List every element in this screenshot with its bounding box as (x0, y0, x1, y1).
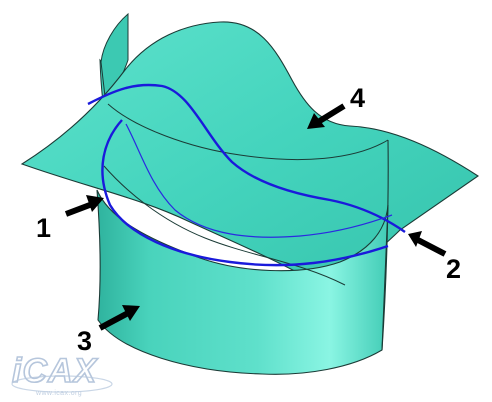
callout-arrow-3 (98, 305, 140, 331)
callout-arrow-2 (408, 231, 447, 257)
cylinder-surface-3 (96, 189, 389, 375)
sheet-cylinder-edge-lower (103, 165, 346, 286)
callout-arrow-1 (64, 195, 104, 217)
callout-label-2: 2 (446, 254, 461, 284)
callout-arrow-4 (307, 103, 346, 129)
logo-url: www.icax.org (35, 390, 82, 397)
callout-label-1: 1 (36, 213, 51, 243)
logo-wordmark: iCAX (12, 352, 99, 390)
cylinder-right-edge (381, 139, 389, 351)
icax-logo: iCAX www.icax.org (11, 351, 113, 397)
callout-label-4: 4 (350, 83, 365, 113)
logo-swoosh (11, 375, 113, 393)
sheet-cylinder-edge-upper (107, 103, 389, 161)
callout-label-3: 3 (77, 326, 92, 356)
projected-curve-thin (125, 123, 393, 238)
wavy-surface-4 (20, 21, 479, 296)
intersection-curve-2 (87, 83, 406, 233)
intersection-curve-1 (101, 119, 389, 267)
